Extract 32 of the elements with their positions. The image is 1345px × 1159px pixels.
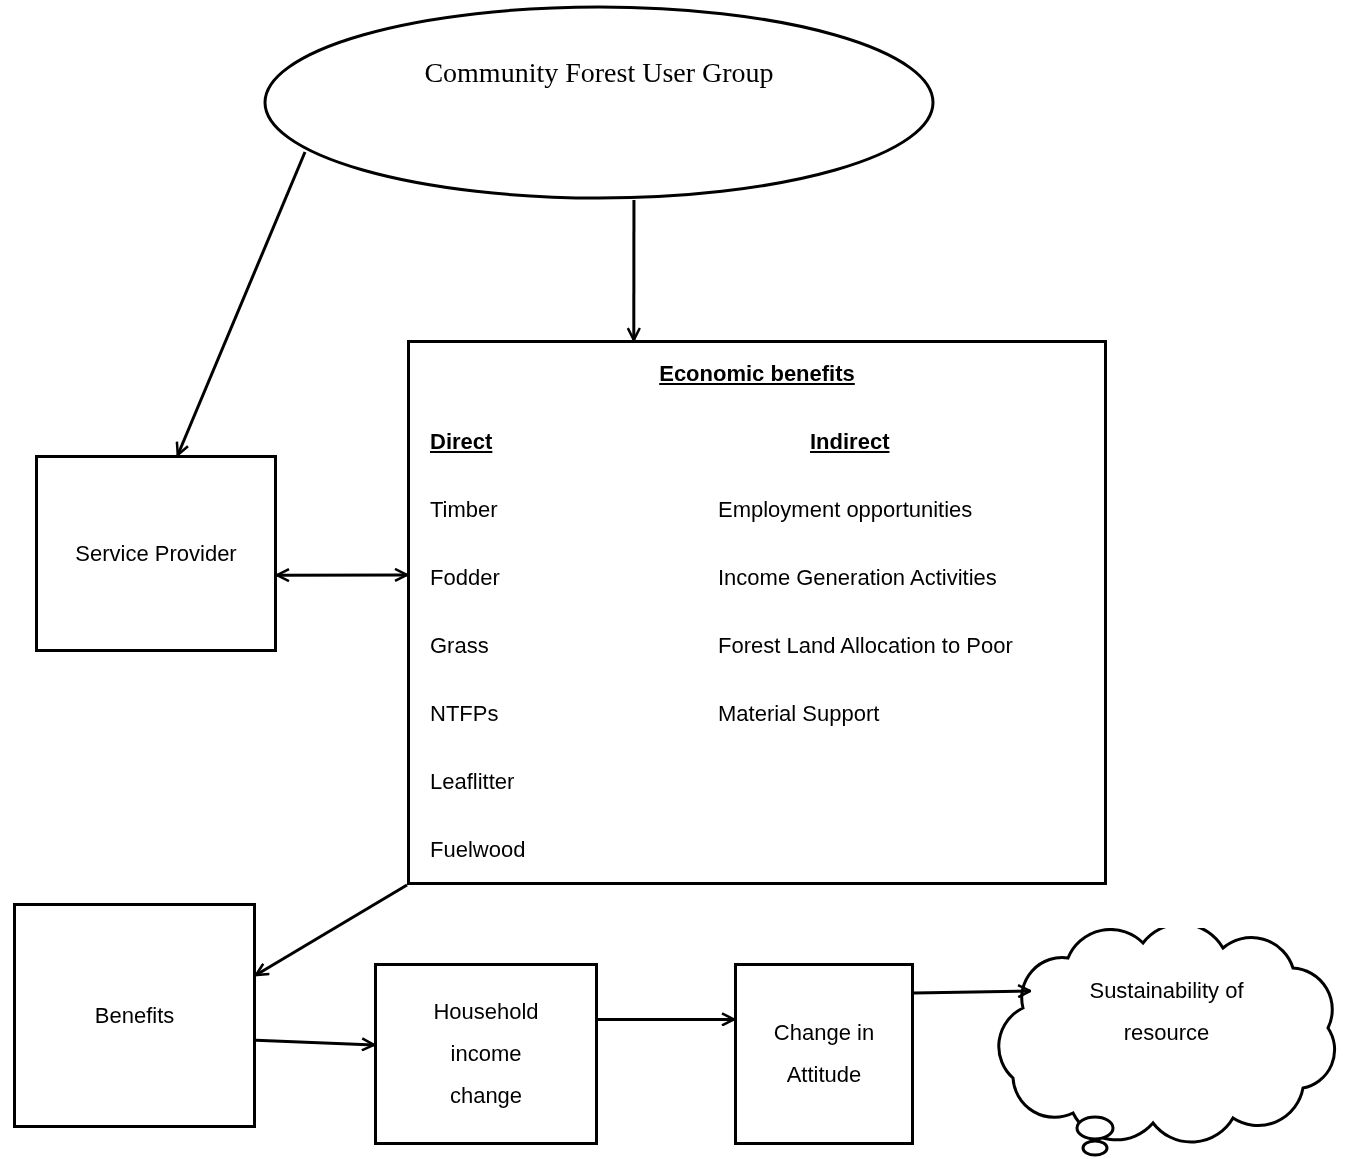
process-box — [734, 963, 914, 1145]
process-box — [407, 340, 1107, 885]
list-item: Leaflitter — [430, 771, 515, 793]
node-label: Benefits — [94, 1001, 175, 1030]
node-label: Community Forest User Group — [424, 56, 774, 90]
arrow — [175, 151, 307, 457]
list-item: Grass — [430, 635, 489, 657]
list-item: Fuelwood — [430, 839, 526, 861]
list-item: Timber — [430, 499, 498, 521]
column-heading: Indirect — [810, 431, 890, 453]
column-heading: Direct — [430, 431, 493, 453]
node-label: Change in Attitude — [772, 1019, 876, 1089]
node-label: Household income change — [432, 998, 540, 1110]
list-item: Forest Land Allocation to Poor — [718, 635, 1013, 657]
list-item: Fodder — [430, 567, 500, 589]
process-box — [374, 963, 598, 1145]
section-heading: Economic benefits — [658, 363, 856, 385]
arrow — [254, 883, 408, 977]
arrow — [626, 200, 642, 342]
list-item: Material Support — [718, 703, 880, 725]
arrow — [255, 1037, 376, 1052]
list-item: Income Generation Activities — [718, 567, 997, 589]
list-item: NTFPs — [430, 703, 499, 725]
process-box — [35, 455, 277, 652]
process-box — [13, 903, 256, 1128]
arrow — [913, 984, 1032, 999]
node-label: Sustainability of resource — [1088, 977, 1245, 1047]
arrow — [598, 1012, 736, 1027]
list-item: Employment opportunities — [718, 499, 973, 521]
node-label: Service Provider — [75, 539, 237, 568]
arrow — [275, 567, 409, 583]
oval-node — [263, 5, 935, 200]
